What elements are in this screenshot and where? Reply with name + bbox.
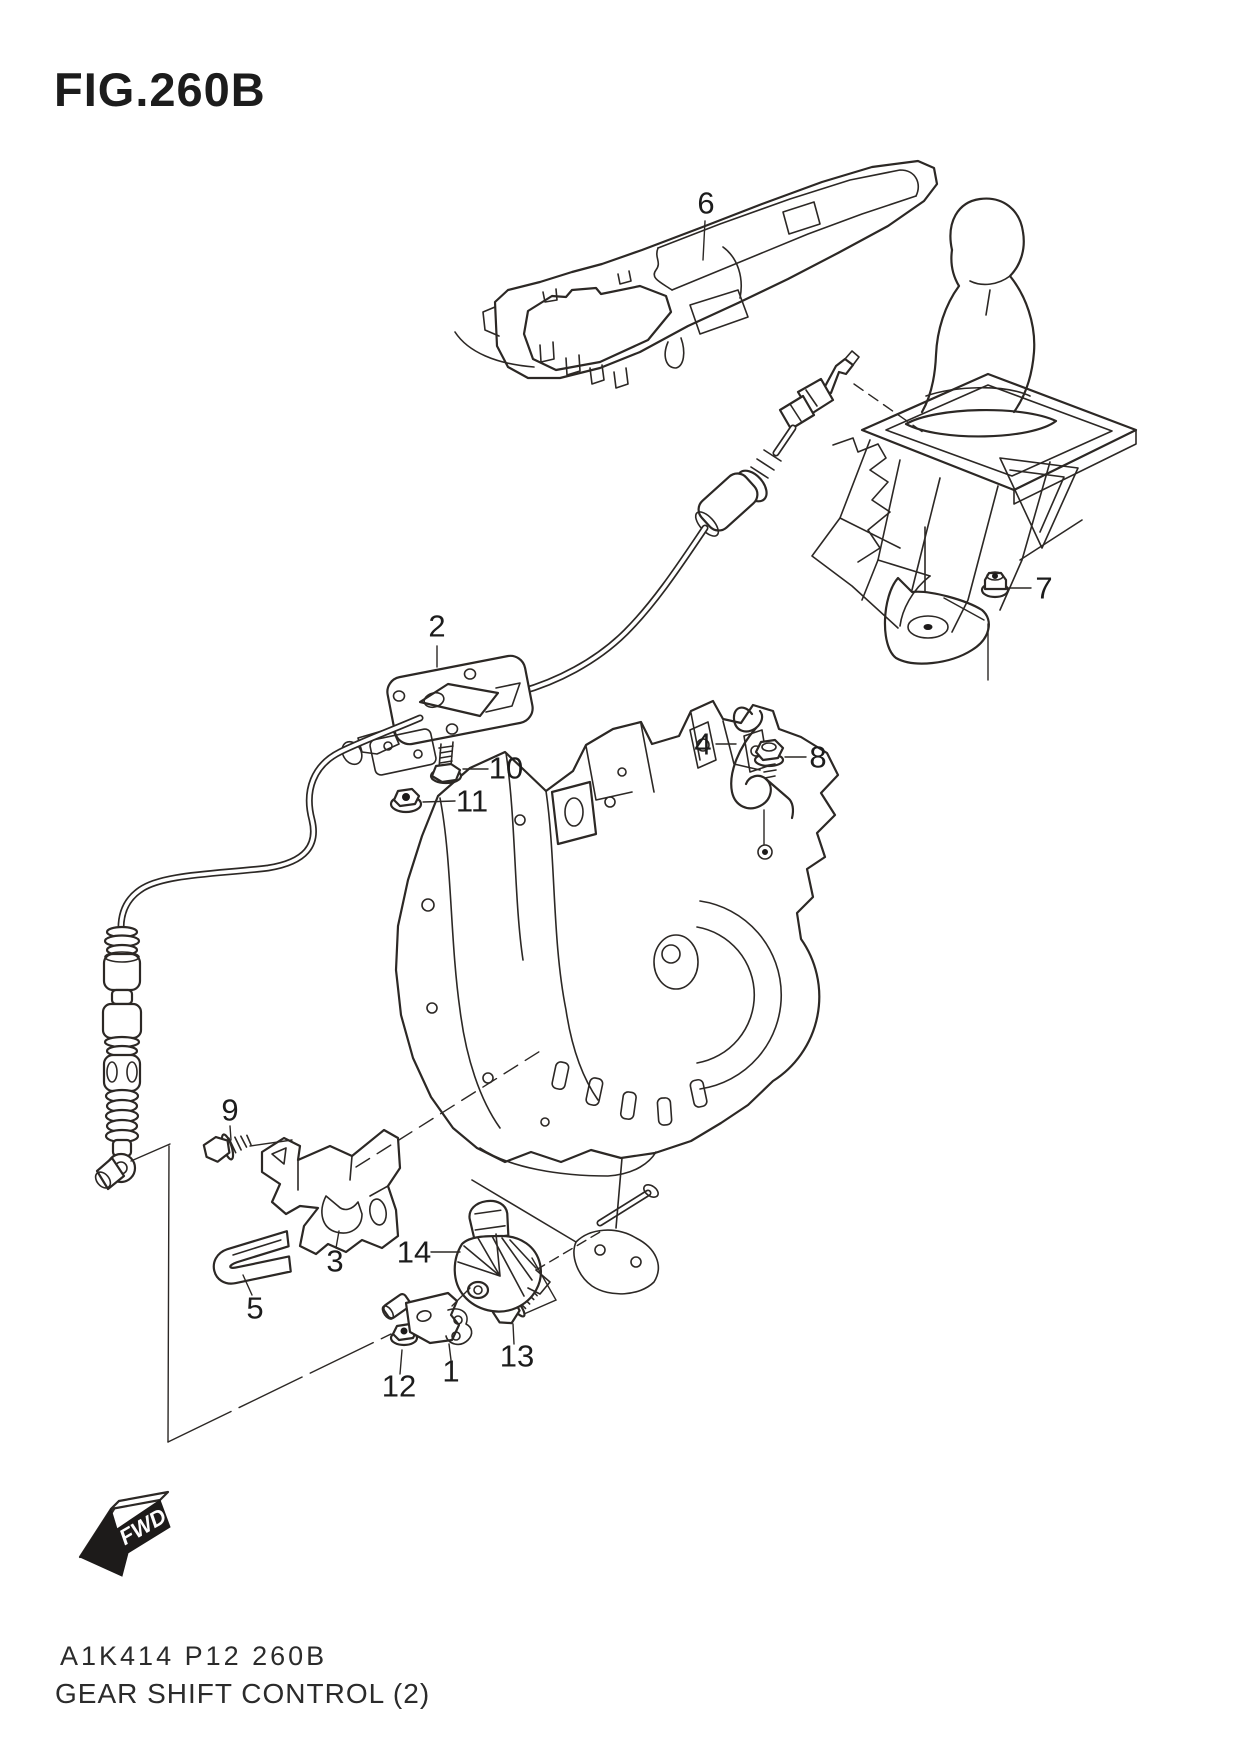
callout-5: 5: [246, 1290, 264, 1326]
nut-7-art: [980, 571, 1010, 599]
callout-4: 4: [694, 726, 712, 762]
callout-12: 12: [381, 1368, 417, 1404]
bolt-8-art: [753, 738, 785, 779]
lever-1-art: [381, 1291, 473, 1346]
callout-8: 8: [809, 739, 827, 775]
leader-lines: [130, 220, 1032, 1443]
callout-13: 13: [499, 1338, 535, 1374]
callout-3: 3: [326, 1243, 344, 1279]
wire-4-art: [730, 706, 795, 820]
callout-9: 9: [221, 1092, 239, 1128]
fwd-arrow: FWD: [78, 1490, 171, 1577]
clip-5-art: [212, 1230, 292, 1285]
nut-11-art: [389, 787, 423, 814]
small-parts-art: [202, 571, 1010, 1347]
callout-11: 11: [455, 783, 489, 819]
callout-14: 14: [396, 1234, 432, 1270]
switch-14-art: [453, 1199, 551, 1313]
console-trim-art: [454, 159, 939, 389]
shift-lever-assembly-art: [811, 197, 1138, 681]
callout-1: 1: [442, 1353, 460, 1389]
transaxle-case-art: [394, 699, 840, 1295]
bolt-10-art: [429, 741, 463, 785]
figure-part-code: A1K414 P12 260B: [60, 1641, 328, 1671]
callout-7: 7: [1035, 570, 1053, 606]
figure-title: FIG.260B: [54, 63, 266, 116]
bracket-3-art: [260, 1128, 402, 1256]
shift-cable-art: [94, 350, 860, 1191]
callout-10: 10: [488, 750, 524, 786]
callout-2: 2: [428, 608, 446, 644]
figure-caption: GEAR SHIFT CONTROL (2): [55, 1678, 431, 1709]
callout-6: 6: [697, 185, 715, 221]
bolt-9-art: [202, 1133, 252, 1163]
